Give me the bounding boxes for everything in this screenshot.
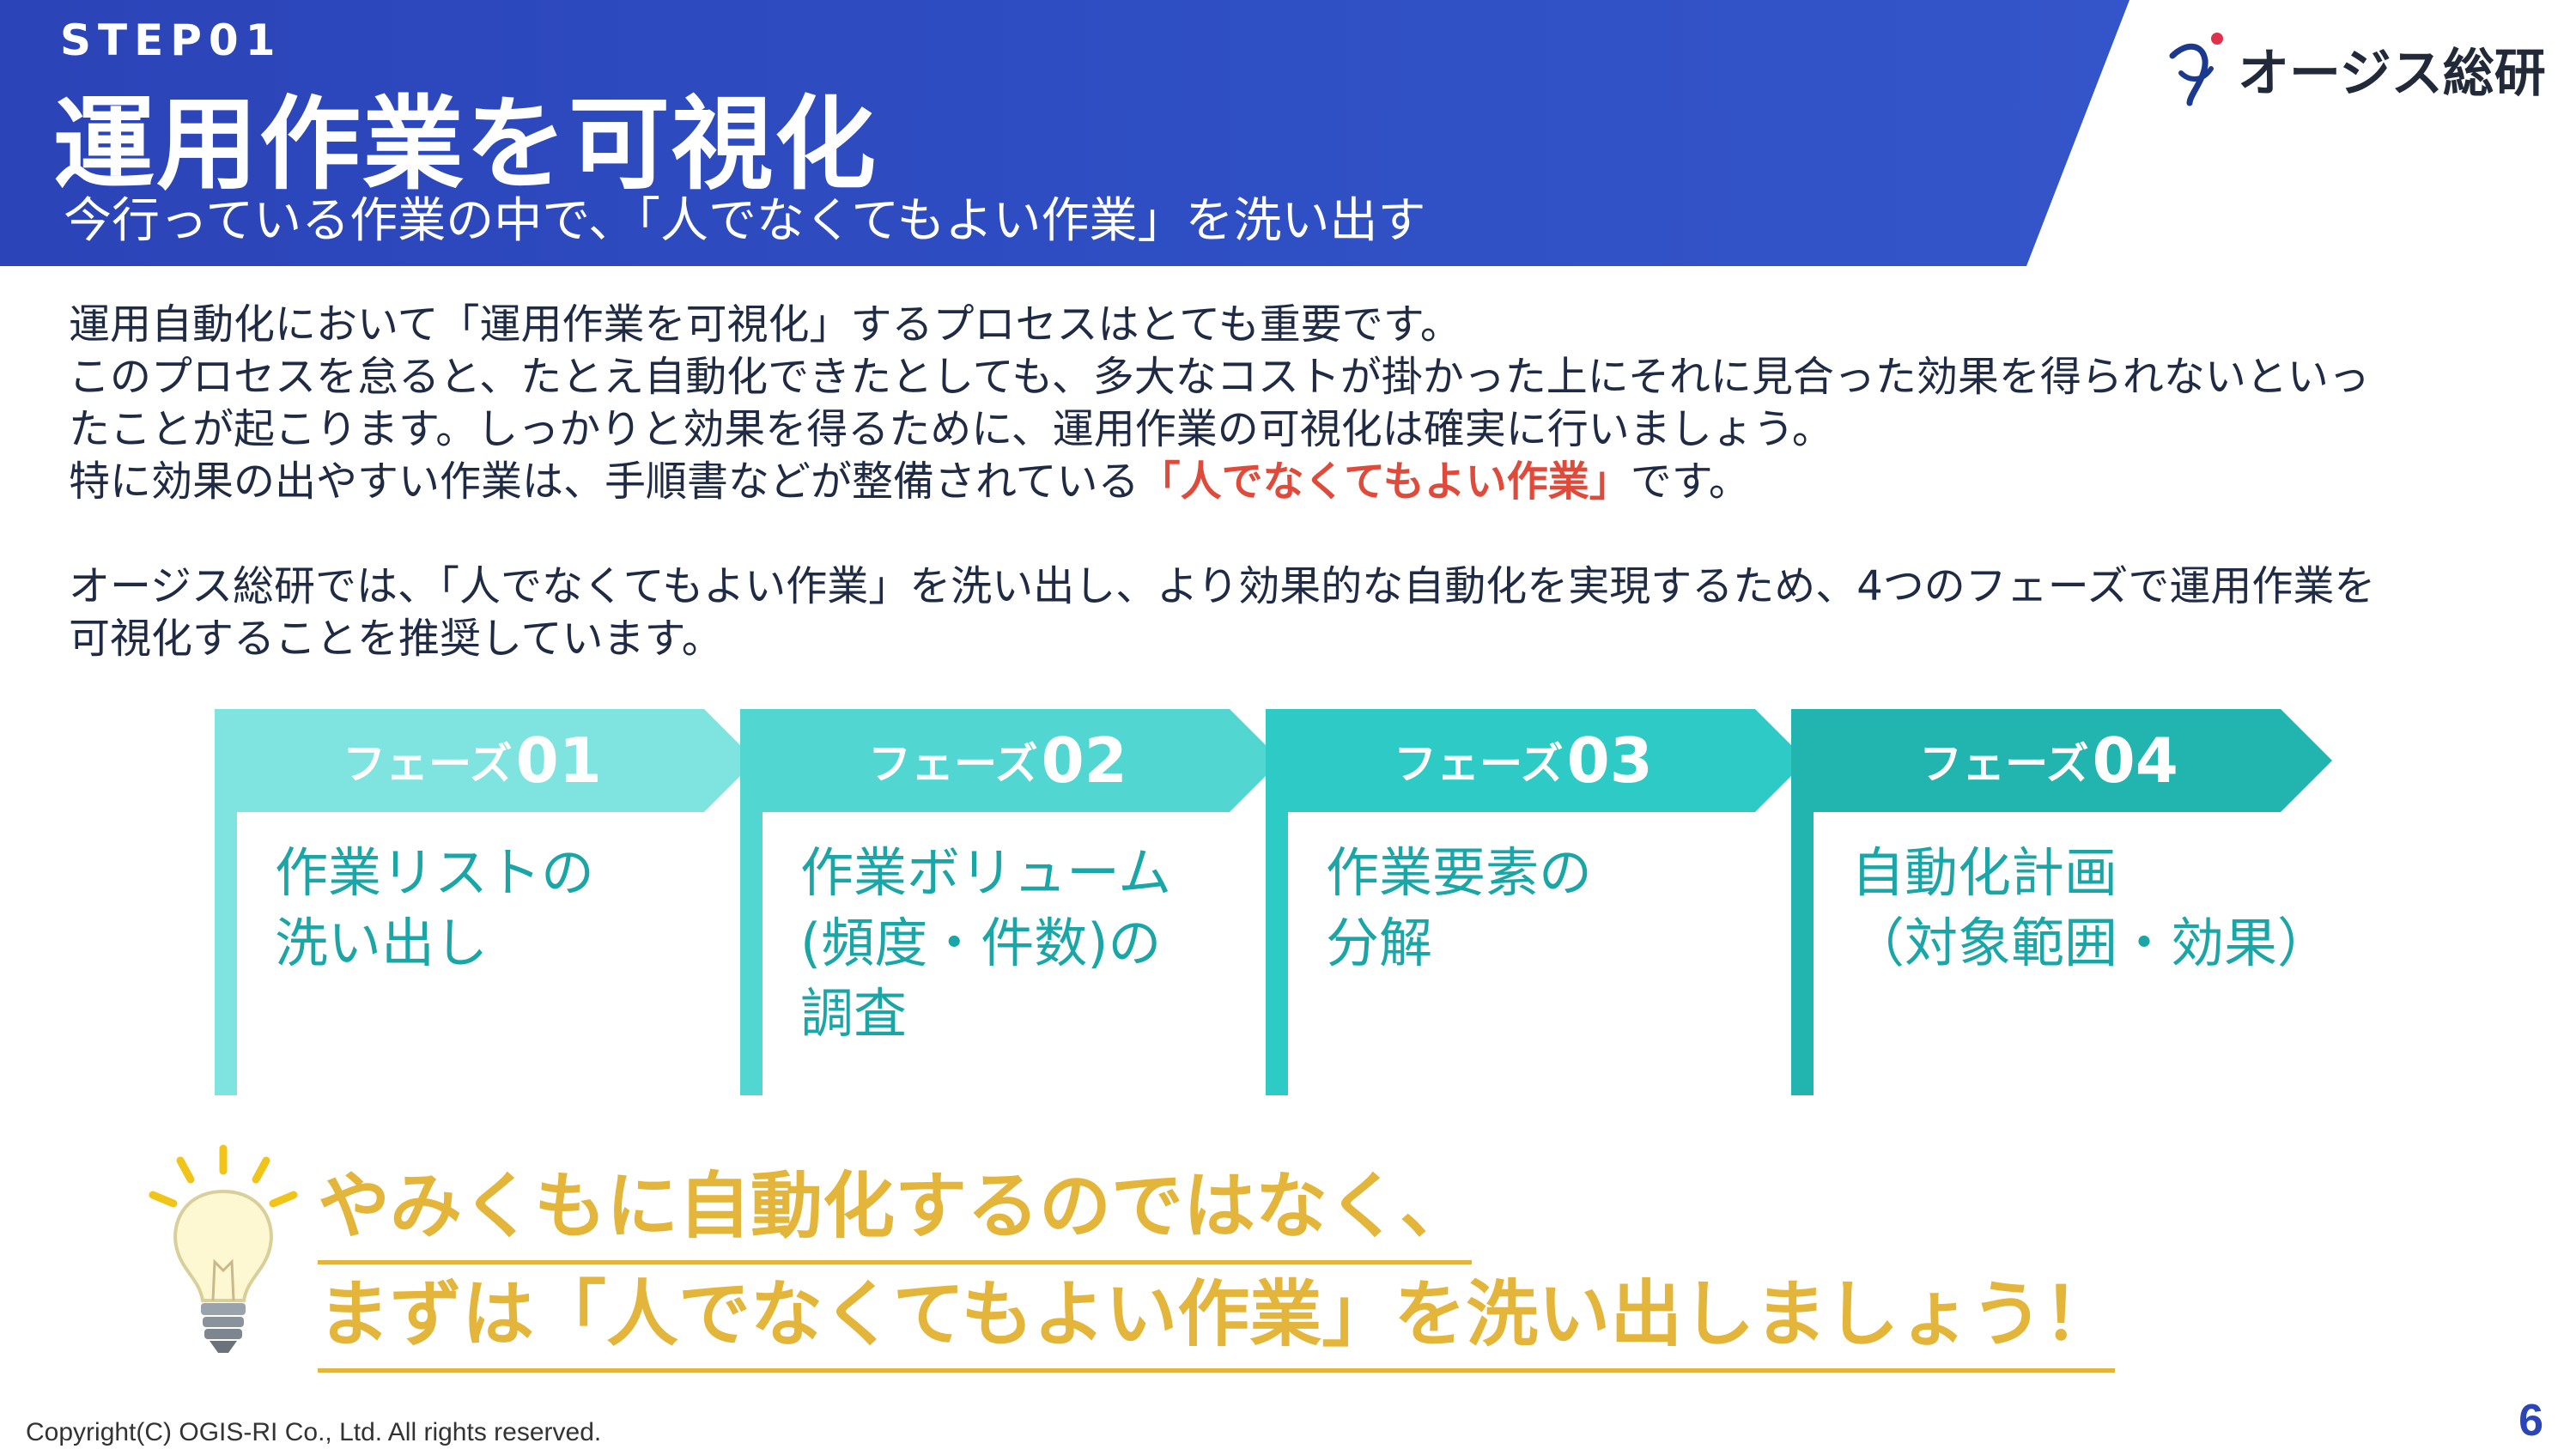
phase-arrow-shape [1791, 709, 2332, 812]
phase-description: 作業要素の 分解 [1326, 841, 1593, 974]
phase-number: 02 [1041, 724, 1127, 797]
step-label: STEP01 [60, 15, 283, 65]
phase-prefix: フェーズ [1394, 739, 1564, 789]
callout-message: やみくもに自動化するのではなく、 まずは「人でなくてもよい作業」を洗い出しましょ… [318, 1152, 2116, 1373]
phase-number: 01 [515, 724, 602, 797]
phase-description: 作業ボリューム (頻度・件数)の 調査 [800, 841, 1172, 1045]
callout-line: やみくもに自動化するのではなく、 [318, 1152, 1473, 1264]
body-line: 可視化することを推奨しています。 [69, 615, 723, 663]
phase-arrow-shape [740, 709, 1281, 812]
phase-stem [215, 803, 237, 1095]
body-text-segment: です。 [1630, 458, 1750, 506]
phase-prefix: フェーズ [1919, 739, 2089, 789]
body-line: たことが起こります。しっかりと効果を得るために、運用作業の可視化は確実に行いまし… [69, 405, 1833, 453]
phase-number: 03 [1566, 724, 1653, 797]
page-number: 6 [2518, 1396, 2543, 1446]
phase-number: 04 [2092, 724, 2178, 797]
phase-prefix: フェーズ [343, 739, 513, 789]
header-band [0, 0, 2129, 266]
body-line: 特に効果の出やすい作業は、手順書などが整備されている「人でなくてもよい作業」です… [69, 456, 2524, 508]
phase-description: 作業リストの 洗い出し [275, 841, 595, 974]
phase-stem [1791, 803, 1814, 1095]
emphasis-text: 「人でなくてもよい作業」 [1139, 458, 1631, 506]
company-logo: オージス総研 [2164, 26, 2550, 112]
logo-text: オージス総研 [2238, 43, 2546, 104]
body-text-segment: 特に効果の出やすい作業は、手順書などが整備されている [69, 458, 1139, 506]
logo-mark-icon [2169, 33, 2223, 106]
page-title: 運用作業を可視化 [53, 85, 878, 203]
phase-stem [740, 803, 762, 1095]
phase-prefix: フェーズ [868, 739, 1038, 789]
phase-description: 自動化計画 （対象範囲・効果） [1851, 841, 2331, 974]
copyright-text: Copyright(C) OGIS-RI Co., Ltd. All right… [26, 1418, 602, 1446]
phase-stem [1266, 803, 1288, 1095]
body-text: 運用自動化において「運用作業を可視化」するプロセスはとても重要です。 このプロセ… [69, 299, 2524, 665]
lightbulb-icon [149, 1144, 298, 1353]
body-line: オージス総研では、「人でなくてもよい作業」を洗い出し、より効果的な自動化を実現す… [69, 562, 2376, 610]
phase-arrow-shape [215, 709, 756, 812]
callout-line: まずは「人でなくてもよい作業」を洗い出しましょう！ [318, 1260, 2116, 1373]
page-subtitle: 今行っている作業の中で、「人でなくてもよい作業」を洗い出す [64, 193, 1426, 249]
body-line: 運用自動化において「運用作業を可視化」するプロセスはとても重要です。 [69, 300, 1461, 349]
body-line: このプロセスを怠ると、たとえ自動化できたとしても、多大なコストが掛かった上にそれ… [69, 353, 2370, 401]
phase-arrow-shape [1266, 709, 1807, 812]
